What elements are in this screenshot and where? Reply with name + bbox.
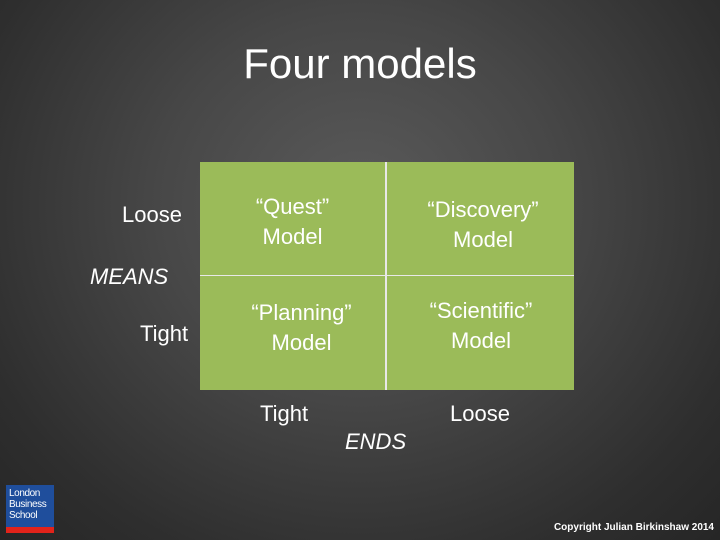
scientific-model-suffix: Model (451, 328, 511, 353)
scientific-model-cell: “Scientific” Model (388, 296, 574, 356)
matrix-vertical-divider (385, 162, 387, 390)
copyright-notice: Copyright Julian Birkinshaw 2014 (553, 522, 714, 533)
discovery-model-name: “Discovery” (427, 197, 539, 222)
discovery-model-suffix: Model (453, 227, 513, 252)
logo-line-3: School (9, 510, 38, 521)
planning-model-cell: “Planning” Model (209, 298, 394, 358)
slide-title: Four models (243, 40, 477, 87)
discovery-model-cell: “Discovery” Model (390, 195, 576, 255)
means-tight-label: Tight (140, 321, 189, 346)
quest-model-cell: “Quest” Model (200, 192, 385, 252)
logo-line-2: Business (9, 499, 47, 510)
means-axis-title: MEANS (90, 264, 169, 289)
ends-loose-label: Loose (450, 401, 510, 426)
matrix-horizontal-divider (200, 275, 574, 276)
planning-model-suffix: Model (271, 330, 332, 355)
scientific-model-name: “Scientific” (429, 298, 533, 323)
quest-model-name: “Quest” (255, 194, 330, 219)
means-loose-label: Loose (122, 202, 182, 227)
planning-model-name: “Planning” (251, 300, 352, 325)
logo-line-1: London (9, 488, 40, 499)
models-matrix (200, 162, 574, 390)
quest-model-suffix: Model (262, 224, 323, 249)
london-business-school-logo: London Business School (6, 485, 54, 533)
ends-tight-label: Tight (260, 401, 309, 426)
ends-axis-title: ENDS (345, 429, 407, 454)
